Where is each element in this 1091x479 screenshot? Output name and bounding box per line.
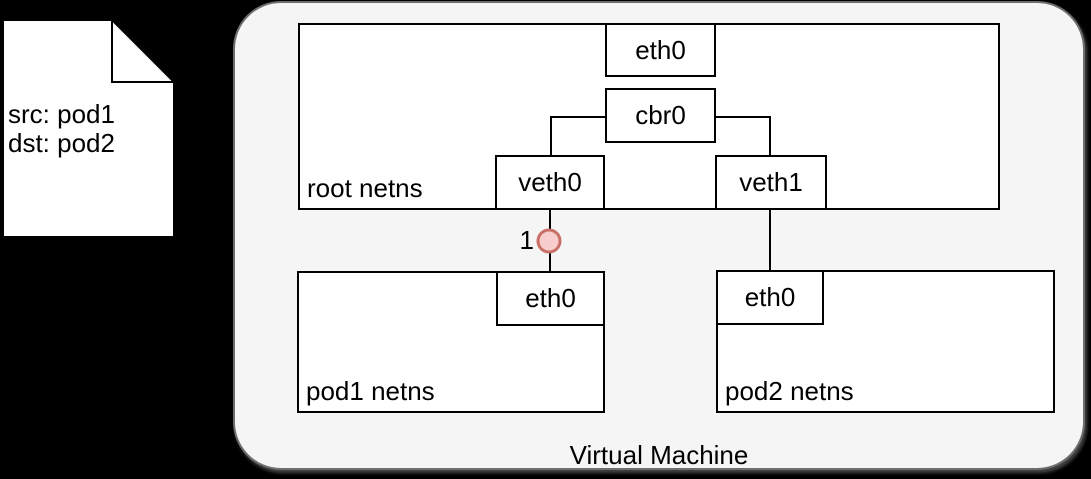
pod2-netns-box: pod2 netns [716, 270, 1055, 413]
veth1-box: veth1 [715, 155, 827, 210]
veth0-box: veth0 [495, 155, 605, 210]
cbr0-box: cbr0 [605, 88, 716, 143]
pod2-eth0-box: eth0 [716, 270, 824, 325]
virtual-machine-label: Virtual Machine [569, 440, 749, 470]
root-netns-label: root netns [307, 173, 423, 203]
veth0-label: veth0 [518, 167, 582, 197]
pod1-netns-label: pod1 netns [306, 376, 435, 406]
veth1-label: veth1 [739, 167, 803, 197]
pod1-eth0-box: eth0 [496, 271, 605, 326]
packet-text: src: pod1 dst: pod2 [8, 100, 168, 158]
root-eth0-box: eth0 [605, 23, 716, 77]
pod2-eth0-label: eth0 [744, 282, 796, 312]
packet-note-fold [111, 17, 177, 83]
pod2-netns-label: pod2 netns [725, 376, 854, 406]
root-eth0-label: eth0 [635, 34, 686, 65]
hop-marker-label: 1 [519, 225, 534, 255]
packet-src-line: src: pod1 [8, 99, 115, 129]
packet-dst-line: dst: pod2 [8, 128, 115, 158]
cbr0-label: cbr0 [635, 100, 686, 130]
pod1-eth0-label: eth0 [525, 283, 576, 313]
